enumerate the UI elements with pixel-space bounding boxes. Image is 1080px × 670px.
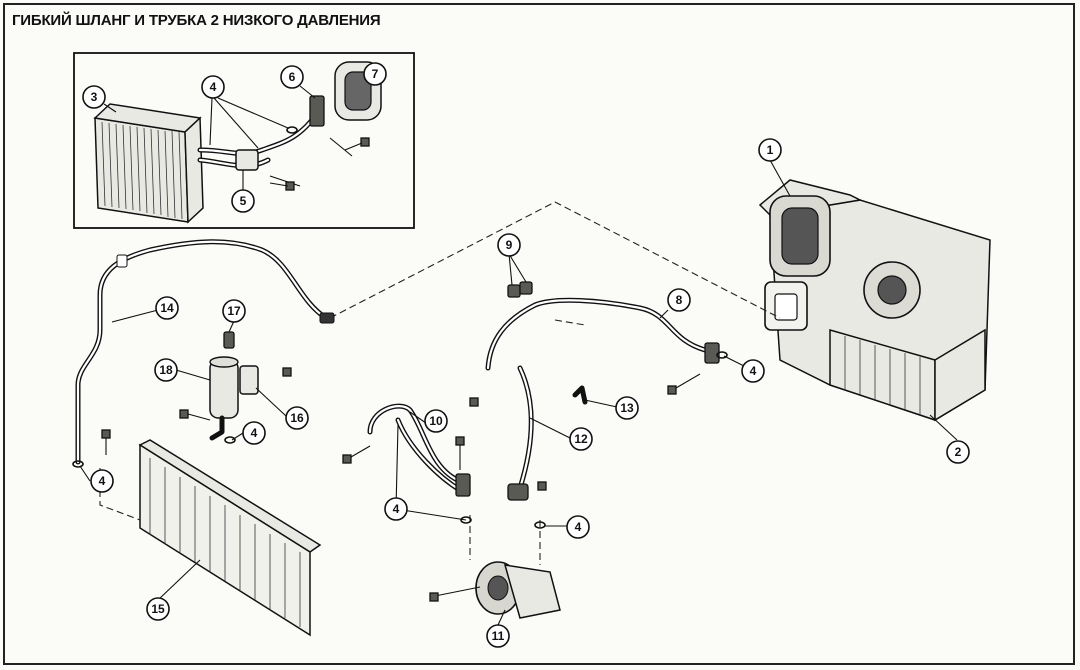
callout-4-condenser: 4 bbox=[90, 469, 114, 493]
clip-13 bbox=[572, 385, 588, 405]
evaporator-core bbox=[93, 103, 204, 224]
callout-12: 12 bbox=[569, 427, 593, 451]
callout-4-compressor-left: 4 bbox=[384, 497, 408, 521]
svg-text:5: 5 bbox=[240, 194, 247, 208]
svg-text:4: 4 bbox=[750, 364, 757, 378]
svg-text:2: 2 bbox=[955, 445, 962, 459]
callout-11: 11 bbox=[486, 624, 510, 648]
leader-lines bbox=[79, 73, 958, 626]
svg-text:7: 7 bbox=[372, 67, 379, 81]
callout-10: 10 bbox=[424, 409, 448, 433]
pipe-8 bbox=[485, 297, 720, 371]
svg-text:4: 4 bbox=[393, 502, 400, 516]
svg-text:10: 10 bbox=[429, 414, 443, 428]
svg-text:3: 3 bbox=[91, 90, 98, 104]
svg-text:1: 1 bbox=[767, 143, 774, 157]
condenser bbox=[138, 439, 322, 637]
callout-4-evaporator: 4 bbox=[741, 359, 765, 383]
inset-pipes bbox=[197, 95, 353, 187]
svg-text:4: 4 bbox=[99, 474, 106, 488]
hvac-unit bbox=[758, 179, 991, 422]
callout-6: 6 bbox=[280, 65, 304, 89]
callout-3: 3 bbox=[82, 85, 106, 109]
svg-text:18: 18 bbox=[159, 363, 173, 377]
callout-4-inset: 4 bbox=[201, 75, 225, 99]
callout-4-drier: 4 bbox=[242, 421, 266, 445]
svg-text:8: 8 bbox=[676, 293, 683, 307]
svg-text:16: 16 bbox=[290, 411, 304, 425]
svg-text:15: 15 bbox=[151, 602, 165, 616]
svg-text:4: 4 bbox=[575, 520, 582, 534]
callout-4-compressor-right: 4 bbox=[566, 515, 590, 539]
assembly-line-top bbox=[329, 201, 781, 319]
svg-text:9: 9 bbox=[506, 238, 513, 252]
callout-15: 15 bbox=[146, 597, 170, 621]
svg-text:13: 13 bbox=[620, 401, 634, 415]
assembly-line-clip bbox=[554, 319, 586, 326]
hose-10 bbox=[367, 403, 471, 497]
callout-13: 13 bbox=[615, 396, 639, 420]
callout-5: 5 bbox=[231, 189, 255, 213]
hose-12 bbox=[507, 365, 534, 501]
svg-text:4: 4 bbox=[251, 426, 258, 440]
compressor bbox=[429, 561, 561, 619]
svg-text:14: 14 bbox=[160, 301, 174, 315]
receiver-drier bbox=[209, 331, 259, 441]
svg-text:17: 17 bbox=[227, 304, 241, 318]
callout-8: 8 bbox=[667, 288, 691, 312]
callout-18: 18 bbox=[154, 358, 178, 382]
callout-14: 14 bbox=[155, 296, 179, 320]
svg-text:6: 6 bbox=[289, 70, 296, 84]
svg-text:11: 11 bbox=[492, 629, 505, 643]
callout-16: 16 bbox=[285, 406, 309, 430]
callout-2: 2 bbox=[946, 440, 970, 464]
callout-7: 7 bbox=[363, 62, 387, 86]
svg-text:4: 4 bbox=[210, 80, 217, 94]
inset-detail-frame bbox=[73, 52, 415, 229]
callout-9: 9 bbox=[497, 233, 521, 257]
callout-1: 1 bbox=[758, 138, 782, 162]
callout-17: 17 bbox=[222, 299, 246, 323]
bolts bbox=[101, 137, 701, 491]
pipe-14 bbox=[75, 239, 335, 465]
diagram-title: ГИБКИЙ ШЛАНГ И ТРУБКА 2 НИЗКОГО ДАВЛЕНИЯ bbox=[12, 12, 381, 29]
o-rings bbox=[72, 126, 728, 529]
svg-text:12: 12 bbox=[574, 432, 588, 446]
page-border bbox=[3, 3, 1075, 665]
